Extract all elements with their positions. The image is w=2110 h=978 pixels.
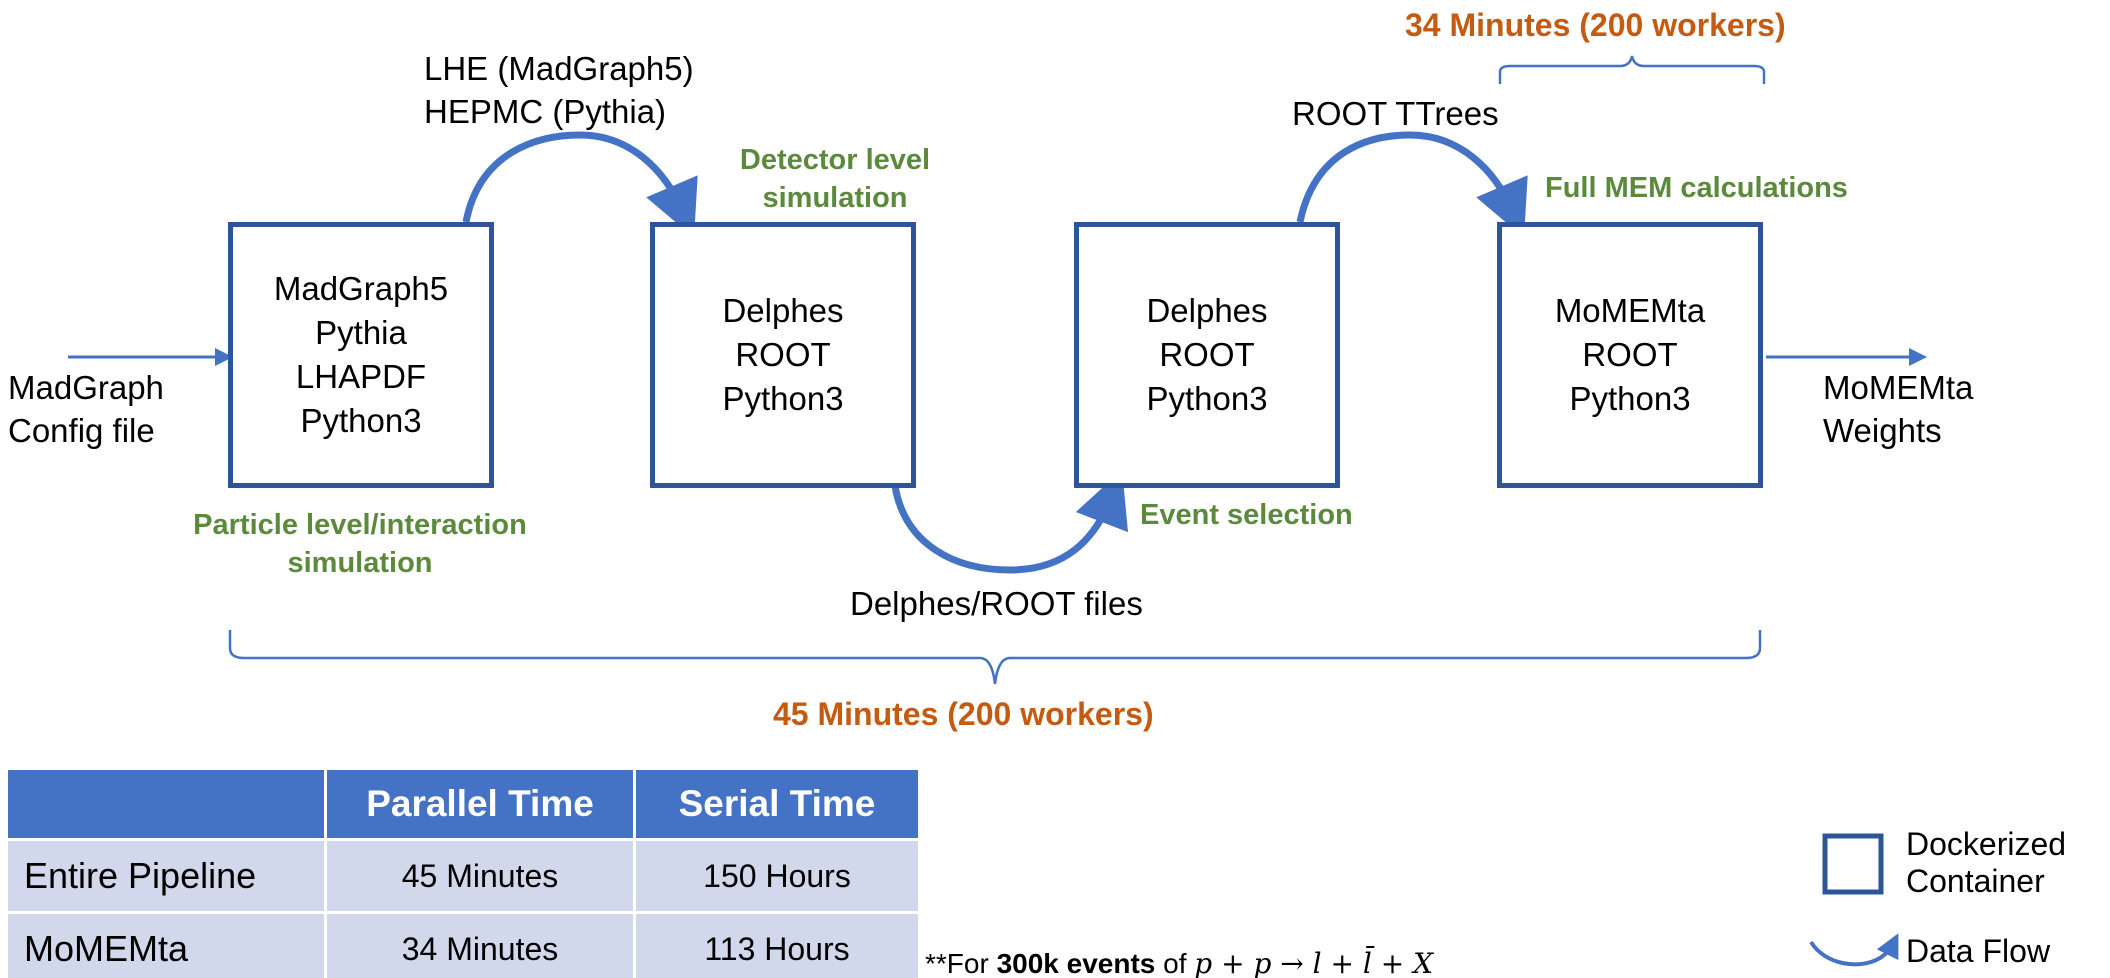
container-line: Python3 xyxy=(722,380,844,417)
stage-particle-level: Particle level/interaction simulation xyxy=(160,506,560,582)
legend-line: Dockerized xyxy=(1906,826,2067,862)
container-line: Python3 xyxy=(1146,380,1268,417)
table-header-parallel: Parallel Time xyxy=(325,770,636,840)
legend-data-flow-icon xyxy=(1809,933,1899,967)
legend-container-label: Dockerized Container xyxy=(1906,826,2066,900)
stage-event-selection: Event selection xyxy=(1140,499,1353,531)
table-header-blank xyxy=(8,770,327,840)
container-delphes-sim: Delphes ROOT Python3 xyxy=(650,222,916,488)
stage-line: simulation xyxy=(287,547,433,579)
table-row: Entire Pipeline 45 Minutes 150 Hours xyxy=(8,838,918,913)
flow-arc-lhe xyxy=(462,131,698,238)
container-momemta: MoMEMta ROOT Python3 xyxy=(1497,222,1763,488)
footnote-prefix: **For xyxy=(925,948,997,978)
table-cell-serial: 113 Hours xyxy=(634,911,918,978)
input-label: MadGraph Config file xyxy=(8,366,164,452)
table-cell-parallel: 34 Minutes xyxy=(325,911,636,978)
container-line: Pythia xyxy=(315,314,407,351)
brace-pipeline xyxy=(228,630,1762,685)
timing-table: Parallel Time Serial Time Entire Pipelin… xyxy=(8,770,918,978)
stage-line: simulation xyxy=(762,182,908,214)
table-row-label: Entire Pipeline xyxy=(8,838,327,913)
timing-momemta: 34 Minutes (200 workers) xyxy=(1405,7,1786,43)
legend-data-flow-label: Data Flow xyxy=(1906,933,2051,969)
flow-label-line: HEPMC (Pythia) xyxy=(424,93,667,130)
flow-label-lhe: LHE (MadGraph5) HEPMC (Pythia) xyxy=(424,47,694,133)
stage-full-mem: Full MEM calculations xyxy=(1545,172,1848,204)
table-cell-serial: 150 Hours xyxy=(634,838,918,913)
table-row-label: MoMEMta xyxy=(8,911,327,978)
output-label-line1: MoMEMta xyxy=(1823,369,1974,406)
brace-momemta xyxy=(1498,55,1766,84)
container-line: Delphes xyxy=(1146,292,1268,329)
stage-line: Particle level/interaction xyxy=(193,509,527,541)
container-line: ROOT xyxy=(1159,336,1255,373)
container-line: ROOT xyxy=(735,336,831,373)
container-line: ROOT xyxy=(1582,336,1678,373)
container-madgraph: MadGraph5 Pythia LHAPDF Python3 xyxy=(228,222,494,488)
container-delphes-select: Delphes ROOT Python3 xyxy=(1074,222,1340,488)
legend-line: Container xyxy=(1906,863,2045,899)
flow-arc-ttrees xyxy=(1296,131,1528,238)
table-header-row: Parallel Time Serial Time xyxy=(8,770,918,840)
footnote-middle: of xyxy=(1155,948,1195,978)
container-line: Python3 xyxy=(1569,380,1691,417)
flow-arc-delphes xyxy=(891,469,1129,574)
legend-container-swatch xyxy=(1822,833,1884,895)
flow-label-ttrees: ROOT TTrees xyxy=(1292,95,1499,132)
container-line: MoMEMta xyxy=(1554,292,1706,329)
input-label-line2: Config file xyxy=(8,412,155,449)
container-line: Python3 xyxy=(300,402,422,439)
container-line: MadGraph5 xyxy=(273,270,449,307)
table-cell-parallel: 45 Minutes xyxy=(325,838,636,913)
stage-line: Detector level xyxy=(739,144,931,176)
flow-label-line: LHE (MadGraph5) xyxy=(424,50,694,87)
timing-total: 45 Minutes (200 workers) xyxy=(773,696,1154,732)
container-line: Delphes xyxy=(722,292,844,329)
footnote-bold: 300k events xyxy=(996,948,1156,978)
output-label: MoMEMta Weights xyxy=(1823,366,1973,452)
flow-label-delphes-files: Delphes/ROOT files xyxy=(850,585,1143,622)
stage-detector-level: Detector level simulation xyxy=(700,141,970,217)
output-label-line2: Weights xyxy=(1823,412,1942,449)
input-label-line1: MadGraph xyxy=(8,369,164,406)
footnote-process: p + p → l + l̄ + X xyxy=(1194,947,1434,978)
table-header-serial: Serial Time xyxy=(634,770,918,840)
table-row: MoMEMta 34 Minutes 113 Hours xyxy=(8,911,918,978)
footnote: **For 300k events of p + p → l + l̄ + X xyxy=(925,947,1433,978)
container-line: LHAPDF xyxy=(295,358,427,395)
